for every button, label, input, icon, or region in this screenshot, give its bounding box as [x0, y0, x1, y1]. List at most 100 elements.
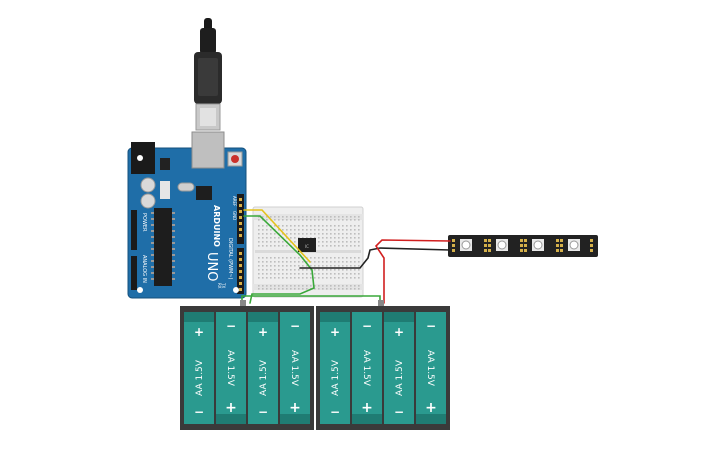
- breadboard-hole[interactable]: [350, 237, 352, 239]
- breadboard-hole[interactable]: [298, 216, 300, 218]
- breadboard-hole[interactable]: [354, 277, 356, 279]
- breadboard-hole[interactable]: [270, 273, 272, 275]
- breadboard-hole[interactable]: [286, 229, 288, 231]
- breadboard-hole[interactable]: [294, 288, 296, 290]
- breadboard-hole[interactable]: [278, 257, 280, 259]
- breadboard-hole[interactable]: [330, 285, 332, 287]
- breadboard-hole[interactable]: [350, 265, 352, 267]
- breadboard-hole[interactable]: [330, 241, 332, 243]
- breadboard-hole[interactable]: [314, 229, 316, 231]
- breadboard-hole[interactable]: [318, 241, 320, 243]
- breadboard-hole[interactable]: [314, 285, 316, 287]
- breadboard-hole[interactable]: [286, 277, 288, 279]
- breadboard-hole[interactable]: [318, 229, 320, 231]
- breadboard-hole[interactable]: [270, 233, 272, 235]
- breadboard-hole[interactable]: [354, 245, 356, 247]
- breadboard-hole[interactable]: [310, 257, 312, 259]
- breadboard-hole[interactable]: [342, 273, 344, 275]
- breadboard-hole[interactable]: [290, 277, 292, 279]
- breadboard-hole[interactable]: [342, 237, 344, 239]
- breadboard-hole[interactable]: [294, 233, 296, 235]
- breadboard-hole[interactable]: [350, 216, 352, 218]
- breadboard-hole[interactable]: [326, 233, 328, 235]
- breadboard-hole[interactable]: [318, 285, 320, 287]
- breadboard-hole[interactable]: [278, 265, 280, 267]
- breadboard-hole[interactable]: [322, 257, 324, 259]
- breadboard-hole[interactable]: [354, 257, 356, 259]
- breadboard-hole[interactable]: [334, 265, 336, 267]
- breadboard-hole[interactable]: [294, 273, 296, 275]
- breadboard-hole[interactable]: [298, 265, 300, 267]
- green-wire[interactable]: [243, 215, 315, 304]
- breadboard-hole[interactable]: [358, 219, 360, 221]
- breadboard-hole[interactable]: [310, 273, 312, 275]
- breadboard-hole[interactable]: [358, 273, 360, 275]
- breadboard-hole[interactable]: [318, 277, 320, 279]
- breadboard-hole[interactable]: [330, 229, 332, 231]
- breadboard-hole[interactable]: [354, 216, 356, 218]
- breadboard-hole[interactable]: [258, 273, 260, 275]
- breadboard-hole[interactable]: [334, 241, 336, 243]
- breadboard-hole[interactable]: [334, 261, 336, 263]
- breadboard-hole[interactable]: [326, 237, 328, 239]
- breadboard-hole[interactable]: [258, 288, 260, 290]
- breadboard-hole[interactable]: [286, 233, 288, 235]
- breadboard-hole[interactable]: [330, 216, 332, 218]
- breadboard-hole[interactable]: [358, 265, 360, 267]
- breadboard-hole[interactable]: [326, 269, 328, 271]
- breadboard-hole[interactable]: [326, 277, 328, 279]
- breadboard-hole[interactable]: [314, 265, 316, 267]
- breadboard-hole[interactable]: [266, 277, 268, 279]
- breadboard-hole[interactable]: [298, 261, 300, 263]
- breadboard-hole[interactable]: [338, 265, 340, 267]
- breadboard-hole[interactable]: [258, 229, 260, 231]
- breadboard-hole[interactable]: [282, 216, 284, 218]
- breadboard-hole[interactable]: [334, 233, 336, 235]
- breadboard-hole[interactable]: [298, 288, 300, 290]
- breadboard-hole[interactable]: [342, 219, 344, 221]
- breadboard-hole[interactable]: [342, 216, 344, 218]
- breadboard-hole[interactable]: [342, 269, 344, 271]
- breadboard-hole[interactable]: [338, 216, 340, 218]
- breadboard-hole[interactable]: [334, 229, 336, 231]
- breadboard-hole[interactable]: [274, 265, 276, 267]
- breadboard-hole[interactable]: [318, 288, 320, 290]
- breadboard-hole[interactable]: [330, 269, 332, 271]
- breadboard-hole[interactable]: [326, 225, 328, 227]
- breadboard-hole[interactable]: [294, 285, 296, 287]
- breadboard-hole[interactable]: [290, 269, 292, 271]
- breadboard-hole[interactable]: [358, 225, 360, 227]
- breadboard-hole[interactable]: [258, 237, 260, 239]
- breadboard-hole[interactable]: [298, 273, 300, 275]
- breadboard-hole[interactable]: [322, 285, 324, 287]
- breadboard-hole[interactable]: [358, 229, 360, 231]
- breadboard-hole[interactable]: [286, 285, 288, 287]
- breadboard-hole[interactable]: [294, 265, 296, 267]
- breadboard-hole[interactable]: [326, 245, 328, 247]
- breadboard-hole[interactable]: [314, 225, 316, 227]
- breadboard-hole[interactable]: [262, 273, 264, 275]
- breadboard-hole[interactable]: [334, 288, 336, 290]
- breadboard-hole[interactable]: [326, 273, 328, 275]
- breadboard-hole[interactable]: [270, 288, 272, 290]
- breadboard-hole[interactable]: [346, 233, 348, 235]
- breadboard-hole[interactable]: [266, 265, 268, 267]
- breadboard-hole[interactable]: [258, 225, 260, 227]
- breadboard-hole[interactable]: [358, 245, 360, 247]
- breadboard-hole[interactable]: [354, 265, 356, 267]
- breadboard-hole[interactable]: [330, 261, 332, 263]
- breadboard-hole[interactable]: [302, 277, 304, 279]
- breadboard-hole[interactable]: [302, 265, 304, 267]
- breadboard-hole[interactable]: [310, 216, 312, 218]
- breadboard-hole[interactable]: [314, 233, 316, 235]
- breadboard-hole[interactable]: [326, 219, 328, 221]
- breadboard-hole[interactable]: [314, 277, 316, 279]
- breadboard-hole[interactable]: [298, 285, 300, 287]
- breadboard-hole[interactable]: [258, 285, 260, 287]
- breadboard-hole[interactable]: [302, 273, 304, 275]
- breadboard-hole[interactable]: [338, 233, 340, 235]
- breadboard-hole[interactable]: [354, 288, 356, 290]
- breadboard-hole[interactable]: [302, 216, 304, 218]
- breadboard-hole[interactable]: [330, 257, 332, 259]
- breadboard-hole[interactable]: [322, 237, 324, 239]
